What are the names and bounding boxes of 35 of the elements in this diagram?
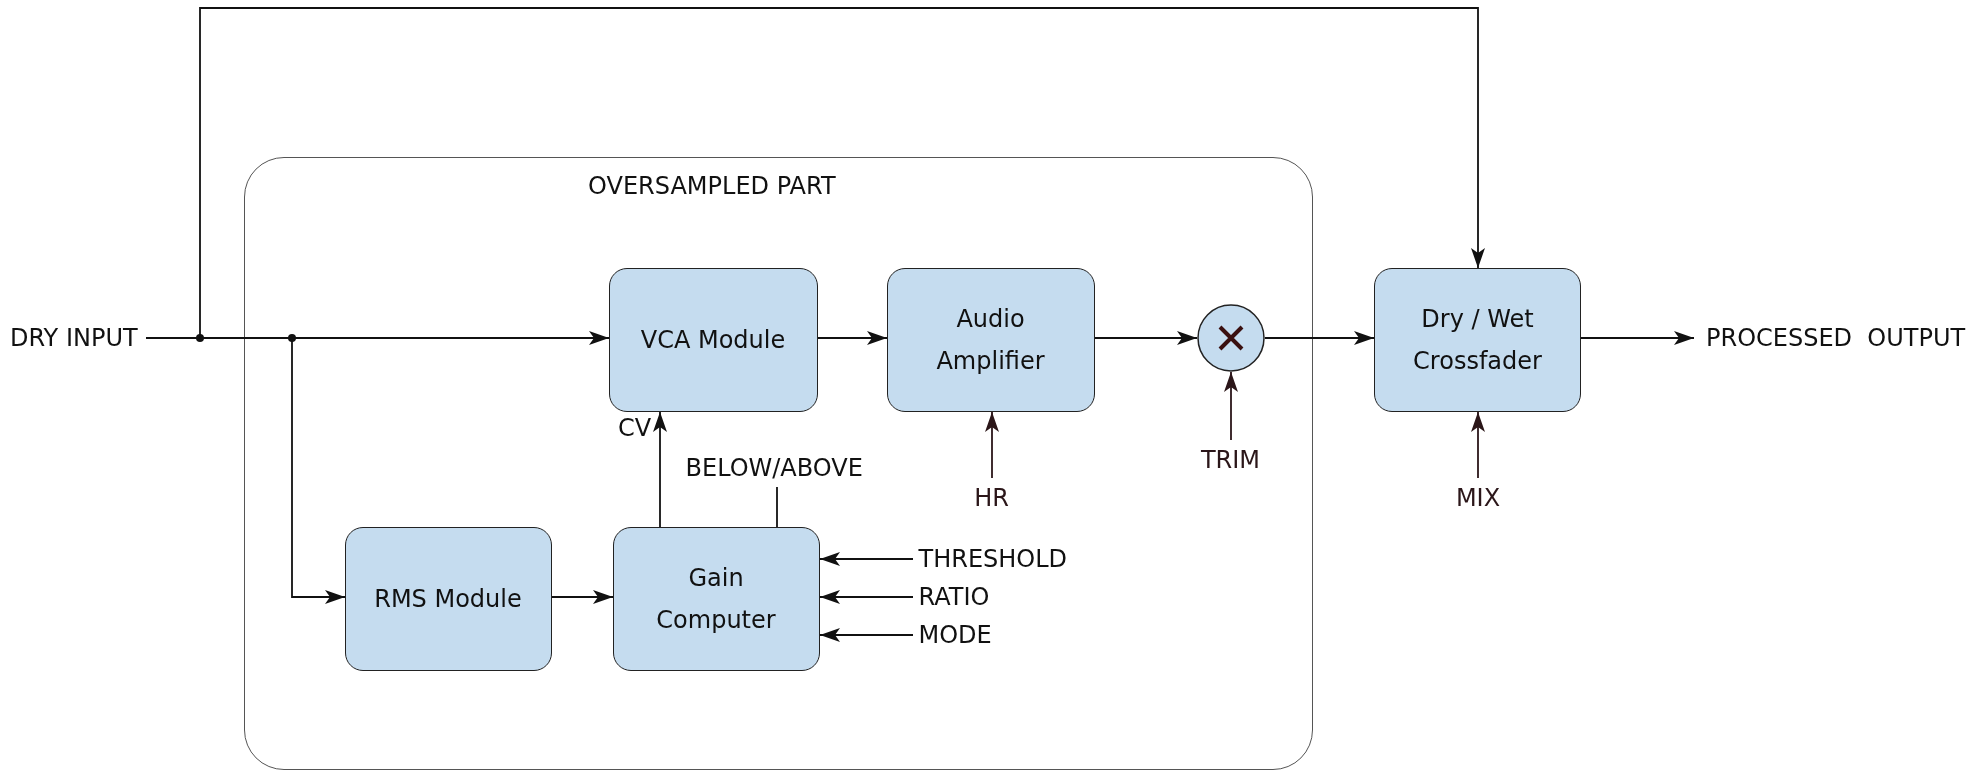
arrow [985,411,999,479]
box-label: Dry / Wet Crossfader [1412,304,1543,377]
arrow [1471,411,1485,479]
parameter-label: HR [961,477,1022,518]
process-box [344,526,552,671]
region-frame [244,157,1313,770]
box-label: VCA Module [639,324,787,356]
arrow [1264,331,1375,345]
arrow [819,628,914,642]
process-box [1374,268,1581,412]
connector-line [776,486,778,528]
arrow [1580,331,1695,345]
arrow [819,552,914,566]
process-box [608,267,818,412]
box-label: Audio Amplifier [935,303,1046,377]
arrow [819,590,914,604]
box-label: Gain Computer [655,562,777,636]
arrow [1224,371,1238,441]
parameter-label: MODE [912,616,1033,653]
process-box [612,526,820,671]
arrow [551,590,614,604]
parameter-label: RATIO [912,578,1033,615]
arrow [1094,331,1198,345]
parameter-label: THRESHOLD [912,540,1073,577]
signal-label: BELOW/ABOVE [685,448,876,487]
arrow [653,411,667,528]
region-title: OVERSAMPLED PART [588,172,836,200]
box-label: RMS Module [373,583,523,615]
parameter-label: MIX [1448,478,1508,518]
parameter-label: TRIM [1195,439,1266,480]
output-label: PROCESSED OUTPUT [1694,318,1974,358]
arrow [145,7,1485,339]
process-box [886,267,1095,412]
input-label: DRY INPUT [10,318,146,358]
arrow [817,331,888,345]
